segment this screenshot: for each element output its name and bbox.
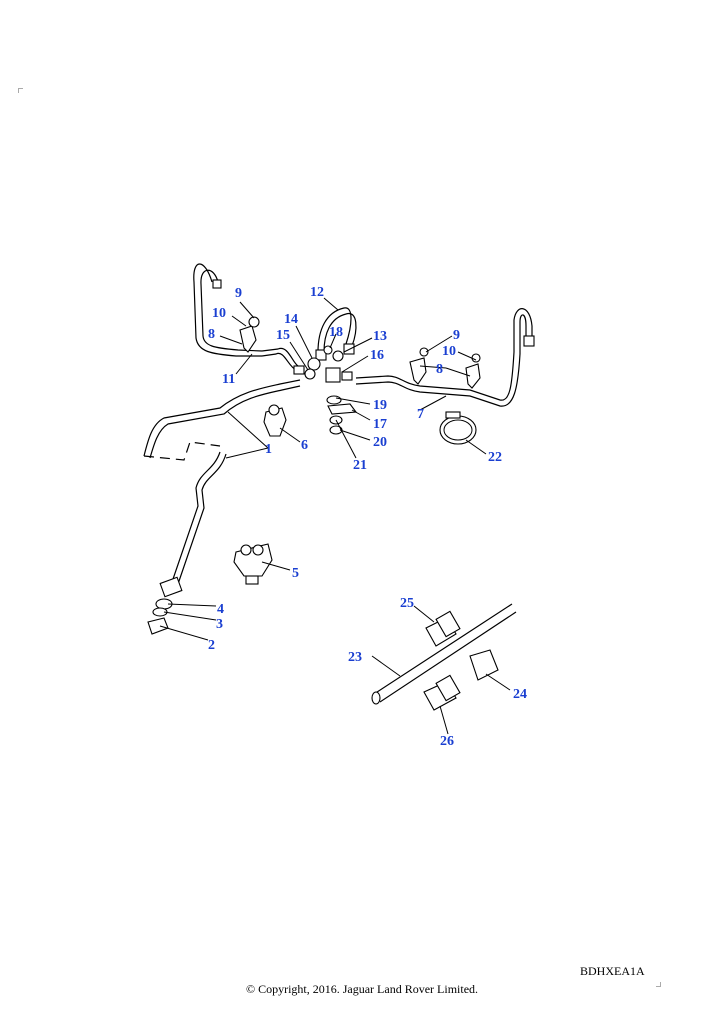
callout-4[interactable]: 4 bbox=[217, 602, 224, 617]
callout-15[interactable]: 15 bbox=[276, 328, 290, 343]
callout-23[interactable]: 23 bbox=[348, 650, 362, 665]
callout-18[interactable]: 18 bbox=[329, 325, 343, 340]
clip-8-left bbox=[239, 316, 260, 353]
callout-24[interactable]: 24 bbox=[513, 687, 527, 702]
pipe-7-right bbox=[355, 308, 535, 407]
junction-fittings bbox=[293, 345, 358, 435]
copyright-notice: © Copyright, 2016. Jaguar Land Rover Lim… bbox=[245, 982, 479, 996]
callout-26[interactable]: 26 bbox=[440, 734, 454, 749]
pipe-11-left bbox=[193, 263, 299, 371]
callout-9-right[interactable]: 9 bbox=[453, 328, 460, 343]
leader-lines bbox=[159, 297, 511, 735]
corner-mark-top-left bbox=[18, 88, 23, 93]
callout-8-left[interactable]: 8 bbox=[208, 327, 215, 342]
fitting-group-2-3-4 bbox=[147, 576, 183, 635]
callout-19[interactable]: 19 bbox=[373, 398, 387, 413]
diagram-reference-code: BDHXEA1A bbox=[580, 964, 645, 978]
callout-1[interactable]: 1 bbox=[265, 442, 272, 457]
callout-9-left[interactable]: 9 bbox=[235, 286, 242, 301]
callout-11[interactable]: 11 bbox=[222, 372, 235, 387]
callout-10-left[interactable]: 10 bbox=[212, 306, 226, 321]
callout-2[interactable]: 2 bbox=[208, 638, 215, 653]
pipe-1 bbox=[143, 379, 301, 585]
callout-5[interactable]: 5 bbox=[292, 566, 299, 581]
callout-8-right[interactable]: 8 bbox=[436, 362, 443, 377]
union-6 bbox=[263, 404, 287, 437]
callout-3[interactable]: 3 bbox=[216, 617, 223, 632]
clamp-22 bbox=[439, 411, 477, 445]
callout-12[interactable]: 12 bbox=[310, 285, 324, 300]
clip-8-right bbox=[409, 347, 481, 389]
callout-22[interactable]: 22 bbox=[488, 450, 502, 465]
callout-13[interactable]: 13 bbox=[373, 329, 387, 344]
callout-6[interactable]: 6 bbox=[301, 438, 308, 453]
callout-25[interactable]: 25 bbox=[400, 596, 414, 611]
callout-17[interactable]: 17 bbox=[373, 417, 387, 432]
callout-labels: 1 2 3 4 5 6 7 8 8 9 9 10 10 11 12 13 14 … bbox=[208, 285, 527, 749]
pipe-23-assembly bbox=[371, 603, 517, 711]
callout-10-right[interactable]: 10 bbox=[442, 344, 456, 359]
callout-7[interactable]: 7 bbox=[417, 407, 424, 422]
callout-16[interactable]: 16 bbox=[370, 348, 384, 363]
callout-20[interactable]: 20 bbox=[373, 435, 387, 450]
callout-14[interactable]: 14 bbox=[284, 312, 298, 327]
valve-5 bbox=[233, 543, 273, 585]
callout-21[interactable]: 21 bbox=[353, 458, 367, 473]
